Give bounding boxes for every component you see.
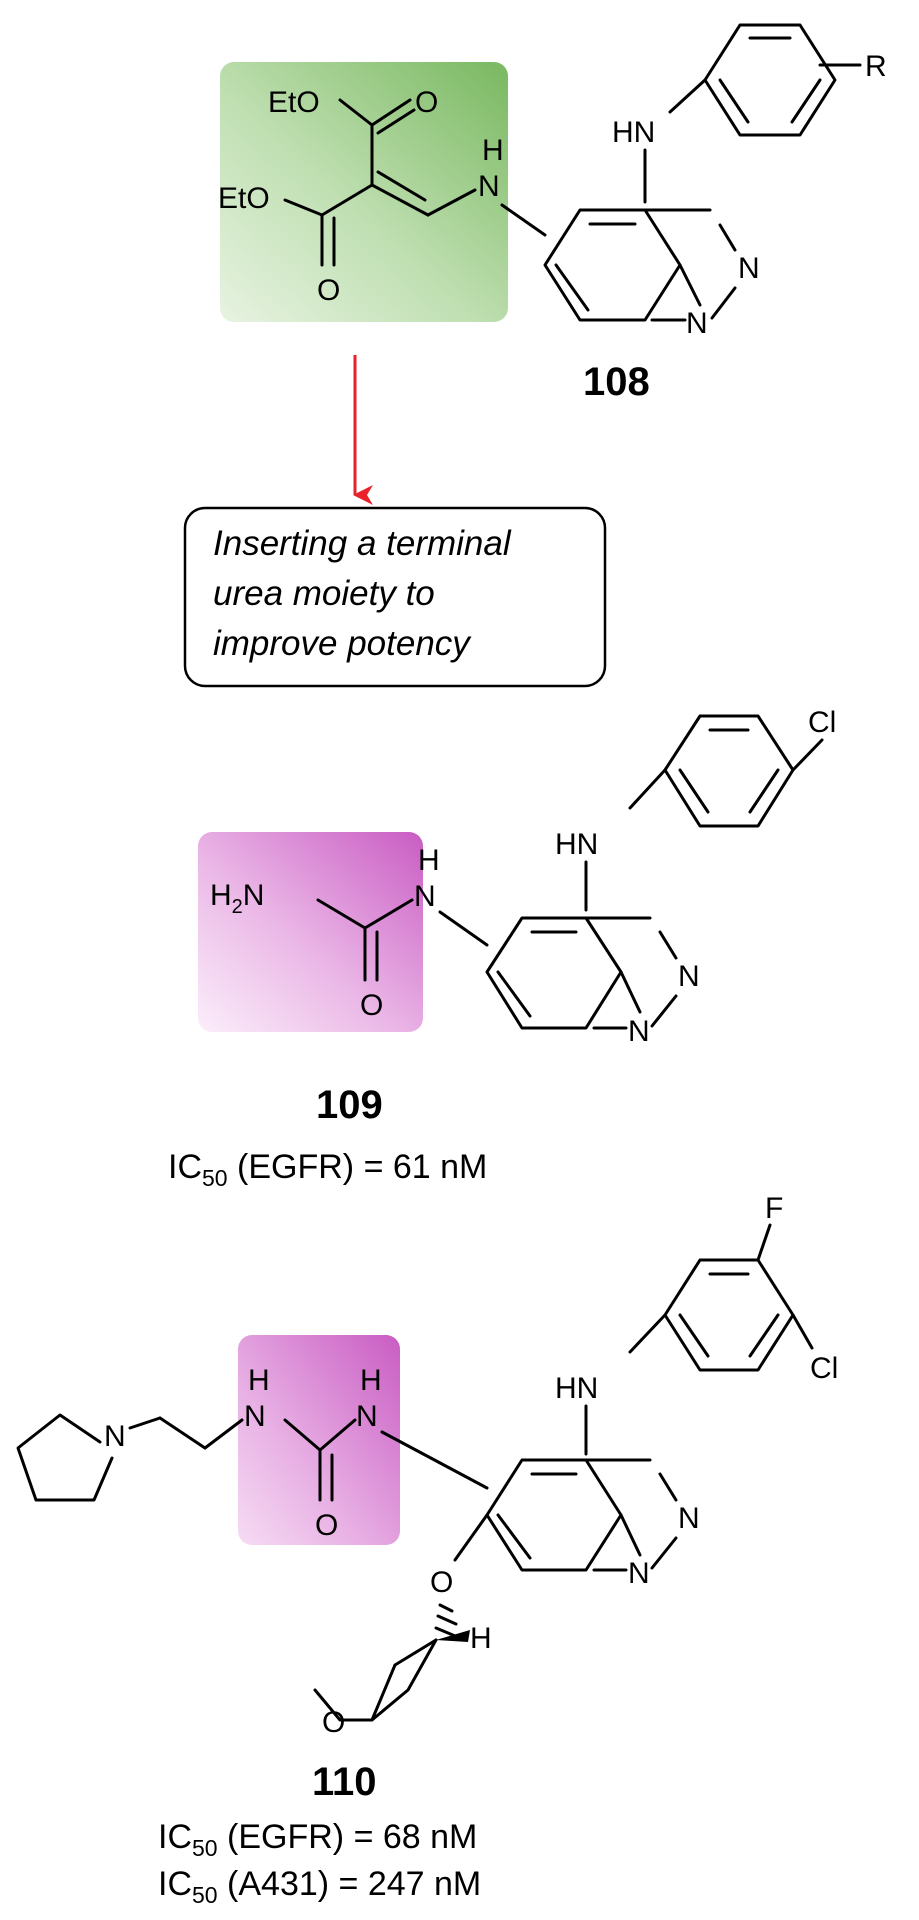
pyrimidine-n-lower: N xyxy=(628,1015,650,1048)
quinazoline-benzo-ring xyxy=(543,208,682,322)
thf-o-label: O xyxy=(322,1706,345,1739)
pyrimidine-n-lower: N xyxy=(628,1557,650,1590)
top-ethoxy-label: EtO xyxy=(268,86,320,119)
r-group-label: R xyxy=(865,50,887,83)
ether-o-label: O xyxy=(430,1566,453,1599)
solid-wedge-bond xyxy=(436,1630,470,1642)
pink-highlight-box-2 xyxy=(238,1335,400,1545)
linker-n-label: N xyxy=(478,170,500,203)
structure-109: Cl HN N N H N O H2N 109 IC50 (EGFR) = 61… xyxy=(168,706,836,1191)
aniline-nh-label: HN xyxy=(612,116,655,149)
pyrrolidine-n-label: N xyxy=(104,1420,126,1453)
note-box xyxy=(183,506,607,688)
cl-label: Cl xyxy=(810,1352,838,1385)
urea-carbonyl-o: O xyxy=(360,989,383,1022)
compound-110-label: 110 xyxy=(312,1760,377,1804)
urea-h2-label: H xyxy=(360,1364,382,1397)
note-line-1: Inserting a terminal xyxy=(213,524,512,563)
activity-110-egfr: IC50 (EGFR) = 68 nM xyxy=(158,1818,477,1861)
pyrimidine-n-upper: N xyxy=(678,1502,700,1535)
urea-carbonyl-o: O xyxy=(315,1509,338,1542)
urea-h1-label: H xyxy=(248,1364,270,1397)
linker-h-label: H xyxy=(482,134,504,167)
bottom-ethoxy-label: EtO xyxy=(218,182,270,215)
aniline-nh-label: HN xyxy=(555,1372,598,1405)
transformation-step: Inserting a terminal urea moiety to impr… xyxy=(183,355,607,688)
pyrrolidine-ring xyxy=(16,1413,114,1502)
amine-label: H2N xyxy=(210,879,264,918)
note-line-3: improve potency xyxy=(213,624,472,663)
f-label: F xyxy=(765,1192,783,1225)
structure-108: R HN N N H N O EtO EtO O xyxy=(218,23,887,404)
cl-label: Cl xyxy=(808,706,836,739)
bottom-carbonyl-o: O xyxy=(317,274,340,307)
urea-n-label: N xyxy=(414,880,436,913)
top-carbonyl-o: O xyxy=(415,86,438,119)
pyrimidine-n-upper: N xyxy=(678,960,700,993)
quinazoline-benzo-ring xyxy=(485,916,623,1030)
pink-highlight-box xyxy=(198,832,423,1032)
fluorochlorophenyl-ring xyxy=(663,1258,795,1372)
hashed-wedge-bond xyxy=(434,1603,462,1640)
urea-n2-label: N xyxy=(356,1400,378,1433)
urea-h-label: H xyxy=(418,844,440,877)
pyrimidine-n-upper: N xyxy=(738,252,760,285)
pyrimidine-n-lower: N xyxy=(686,307,708,340)
aniline-nh-label: HN xyxy=(555,828,598,861)
activity-109: IC50 (EGFR) = 61 nM xyxy=(168,1148,487,1191)
quinazoline-benzo-ring xyxy=(485,1458,623,1572)
green-highlight-box xyxy=(220,62,508,322)
compound-108-label: 108 xyxy=(583,360,650,404)
urea-n1-label: N xyxy=(244,1400,266,1433)
structure-110: F Cl HN N N H N O H N N xyxy=(16,1192,838,1908)
activity-110-a431: IC50 (A431) = 247 nM xyxy=(158,1865,481,1908)
compound-109-label: 109 xyxy=(316,1083,383,1127)
note-line-2: urea moiety to xyxy=(213,574,435,613)
aniline-ring xyxy=(703,23,837,137)
chlorophenyl-ring xyxy=(663,714,795,828)
stereo-h-label: H xyxy=(470,1622,492,1655)
